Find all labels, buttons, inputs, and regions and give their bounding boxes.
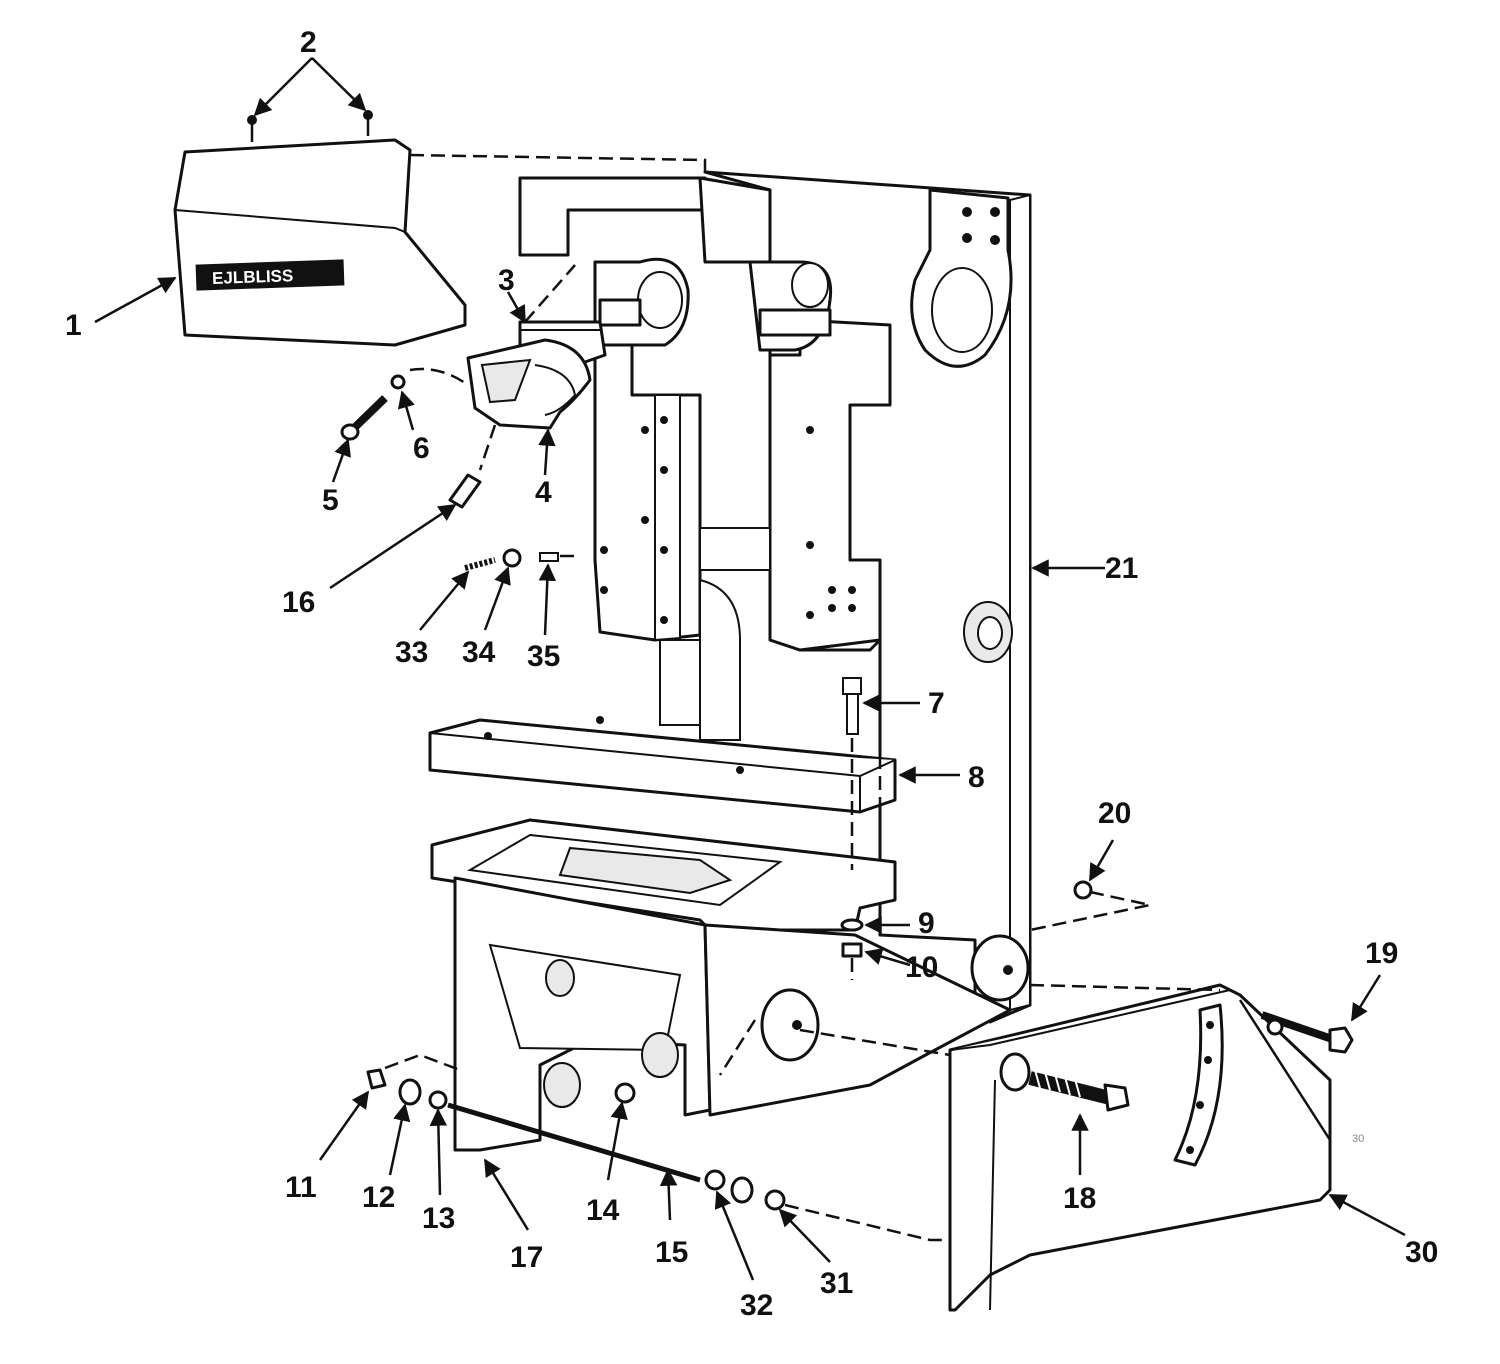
nut-31 xyxy=(764,1189,786,1211)
washer-6 xyxy=(390,374,406,390)
bearing-housing xyxy=(466,338,592,430)
pin-tool-16 xyxy=(448,473,482,509)
callout-8: 8 xyxy=(968,761,985,794)
callout-20: 20 xyxy=(1098,797,1131,830)
nut-11 xyxy=(366,1068,387,1090)
callout-31: 31 xyxy=(820,1267,853,1300)
washer-31a xyxy=(730,1176,754,1204)
leader-lines xyxy=(94,57,1406,1281)
nameplate-text: EJLBLISS xyxy=(212,266,294,288)
bolt-19 xyxy=(1260,1011,1354,1054)
bolt-7 xyxy=(842,677,862,735)
page-number: 30 xyxy=(1352,1133,1364,1145)
washer-9 xyxy=(840,918,864,932)
main-frame xyxy=(518,170,1032,1024)
callout-35: 35 xyxy=(527,640,560,673)
callout-16: 16 xyxy=(282,586,315,619)
callout-6: 6 xyxy=(413,432,430,465)
callout-15: 15 xyxy=(655,1236,688,1269)
callout-4: 4 xyxy=(535,476,552,509)
callout-5: 5 xyxy=(322,484,339,517)
bolt-5 xyxy=(340,395,388,441)
spring-stud-18 xyxy=(1028,1069,1130,1112)
callout-12: 12 xyxy=(362,1181,395,1214)
callout-19: 19 xyxy=(1365,937,1398,970)
callout-1: 1 xyxy=(65,309,82,342)
washer-12 xyxy=(398,1078,422,1106)
side-leg xyxy=(948,983,1332,1312)
callout-30: 30 xyxy=(1405,1236,1438,1269)
cover-screws xyxy=(247,110,373,142)
nut-32 xyxy=(704,1169,726,1191)
callout-labels: 2 1 3 4 5 6 16 33 34 35 7 8 21 20 9 10 1… xyxy=(65,26,1438,1322)
callout-9: 9 xyxy=(918,907,935,940)
callout-21: 21 xyxy=(1105,552,1138,585)
nut-14 xyxy=(614,1082,636,1104)
callout-34: 34 xyxy=(462,636,496,669)
press-bed xyxy=(430,818,1030,1152)
callout-18: 18 xyxy=(1063,1182,1096,1215)
callout-17: 17 xyxy=(510,1241,543,1274)
callout-11: 11 xyxy=(285,1171,317,1204)
callout-32: 32 xyxy=(740,1289,773,1322)
crown-cover: EJLBLISS xyxy=(173,138,467,347)
callout-33: 33 xyxy=(395,636,428,669)
callout-7: 7 xyxy=(928,687,945,720)
callout-14: 14 xyxy=(586,1194,620,1227)
callout-2: 2 xyxy=(300,26,317,59)
callout-10: 10 xyxy=(905,951,938,984)
callout-13: 13 xyxy=(422,1202,455,1235)
fitting-set xyxy=(464,548,559,571)
nut-13 xyxy=(428,1090,448,1110)
nut-20 xyxy=(1073,880,1093,900)
callout-3: 3 xyxy=(498,264,515,297)
bolster-plate xyxy=(428,716,897,814)
assembly-lines xyxy=(384,153,1221,1242)
tie-rod-15 xyxy=(447,1102,701,1183)
nut-10 xyxy=(841,942,863,958)
